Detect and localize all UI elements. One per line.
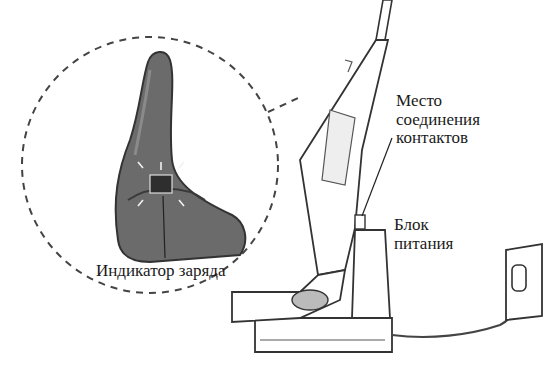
handle-detail: [116, 52, 246, 262]
part-label: Индикатор заряда: [96, 262, 225, 281]
brush-joint: [292, 290, 328, 310]
zoom-line: [268, 98, 298, 112]
power-plug: [512, 265, 526, 291]
part-label: Блок питания: [394, 216, 470, 253]
charging-dock: [255, 318, 392, 352]
wall-outlet: [506, 244, 542, 320]
dock-detail: [260, 339, 385, 340]
zoom-circle: [22, 37, 278, 293]
handle-grip: [376, 0, 392, 40]
indicator-glow: [138, 162, 184, 206]
leader-line: [362, 138, 392, 216]
charge-indicator: [150, 175, 172, 193]
body-detail: [345, 60, 352, 72]
floor-brush: [232, 270, 345, 322]
power-cord: [392, 285, 518, 337]
dust-bin: [322, 110, 355, 185]
dock-column: [352, 230, 390, 318]
contact-point: [355, 215, 365, 229]
handle-highlight: [135, 70, 150, 155]
part-label: Место соединения контактов: [396, 92, 496, 148]
leader-line: [163, 196, 165, 258]
